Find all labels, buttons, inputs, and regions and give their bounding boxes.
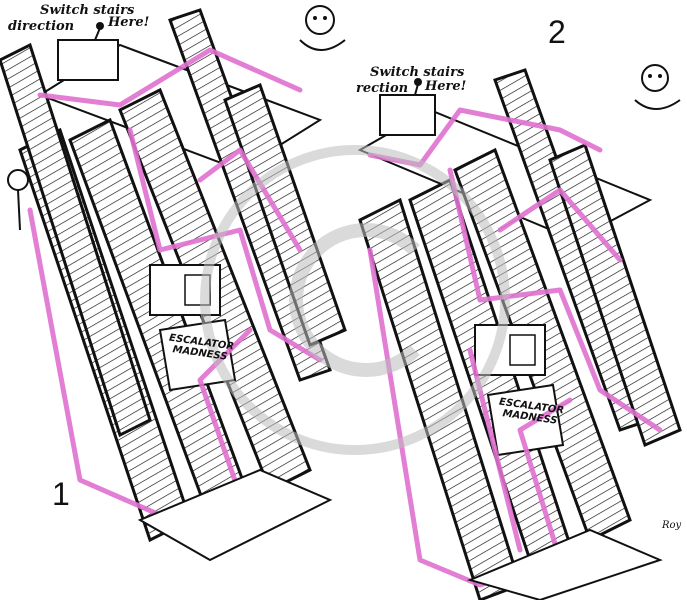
lever-label-1-line1: Switch stairs: [40, 3, 135, 18]
panel-1-artwork: [0, 5, 347, 562]
lever-box-2[interactable]: [379, 94, 436, 136]
lever-label-2-line1: Switch stairs: [370, 65, 465, 80]
lever-label-2-line3: Here!: [425, 79, 467, 94]
lever-label-1-line3: Here!: [108, 15, 150, 30]
lever-knob-icon[interactable]: [96, 22, 104, 30]
lever-box[interactable]: [57, 39, 119, 81]
panel-number-2: 2: [548, 14, 566, 50]
cartoon-character-icon: [299, 5, 346, 51]
left-character-icon: [7, 169, 29, 231]
panel-number-1: 1: [52, 476, 70, 512]
cartoon-character-icon-2: [634, 64, 681, 110]
lever-label-2-line2: rection: [356, 81, 409, 96]
lever-label-1-line2: direction: [8, 19, 75, 34]
panel-2-artwork: [357, 64, 682, 600]
lever-knob-icon-2[interactable]: [414, 78, 422, 86]
artist-signature: Roy: [662, 520, 682, 531]
copyright-watermark: [200, 145, 510, 455]
